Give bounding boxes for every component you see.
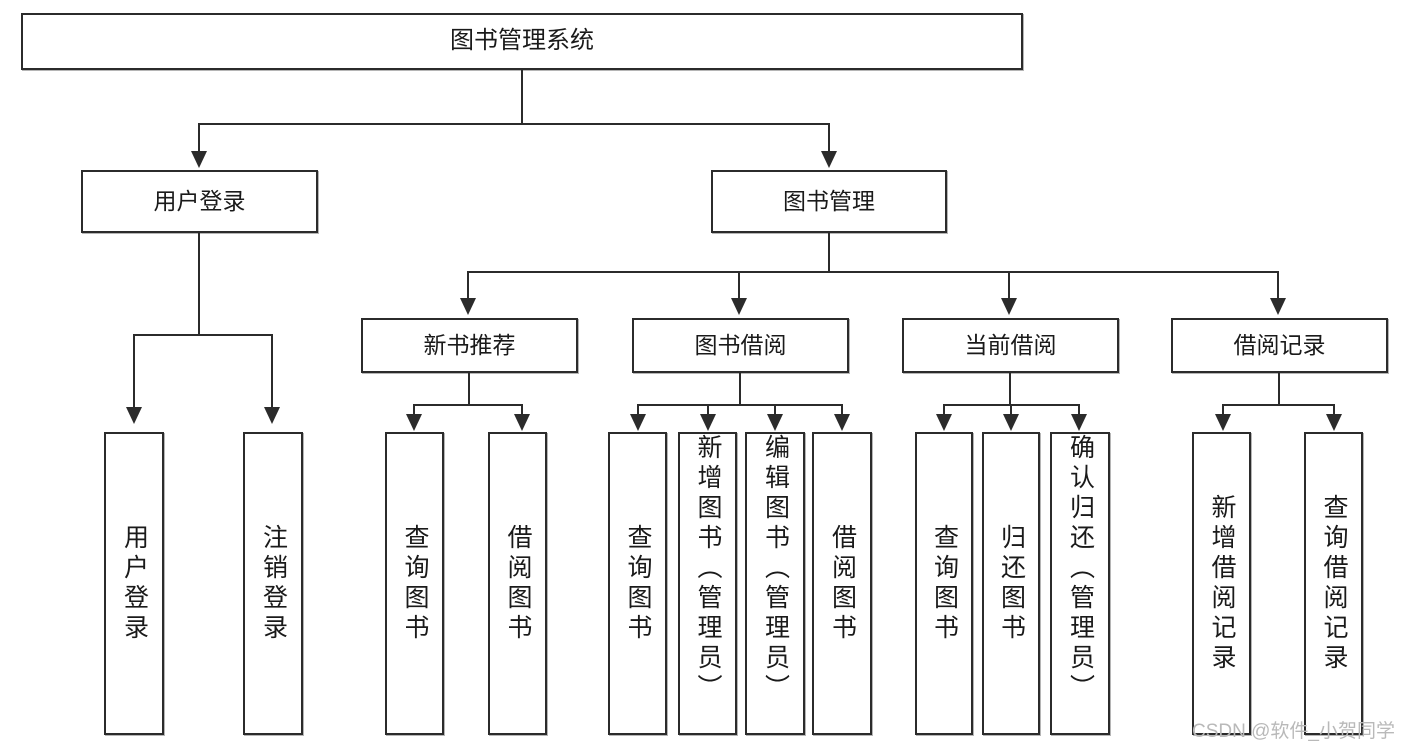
node-label: 借阅图书 [828,523,857,644]
arrow-to-book-borrow [731,298,747,315]
arrow-to-leaf-add-book [700,414,716,431]
leaf-add-book-admin[interactable]: 新增图书（管理员） [678,432,737,735]
node-label: 新增图书（管理员） [694,434,722,704]
node-label: 借阅记录 [1233,331,1326,358]
node-user-login[interactable]: 用户登录 [81,170,318,233]
connector-nbr-drop-1 [413,404,415,416]
node-label: 确认归还（管理员） [1066,434,1095,704]
node-current-borrow[interactable]: 当前借阅 [902,318,1119,373]
node-label: 新书推荐 [423,331,516,358]
connector-book-borrow-stem [739,373,741,405]
node-label: 用户登录 [153,187,246,214]
leaf-borrow-book-recommend[interactable]: 借阅图书 [488,432,547,735]
connector-new-book-recommend-stem [468,373,470,405]
arrow-to-leaf-query-book-1 [406,414,422,431]
connector-borrow-record-bus [1222,404,1335,406]
arrow-to-current-borrow [1001,298,1017,315]
node-label: 借阅图书 [504,523,532,644]
connector-new-book-recommend-bus [413,404,523,406]
leaf-return-book[interactable]: 归还图书 [982,432,1040,735]
connector-user-login-stem [198,233,200,336]
connector-bb-drop-3 [774,404,776,416]
connector-user-login-bus [133,334,273,336]
node-new-book-recommend[interactable]: 新书推荐 [361,318,578,373]
connector-book-management-stem [828,233,830,273]
leaf-add-borrow-record[interactable]: 新增借阅记录 [1192,432,1251,735]
node-label: 查询图书 [624,523,652,644]
connector-level2-drop-right [828,123,830,153]
connector-level3-drop-4 [1277,271,1279,300]
node-label: 用户登录 [120,523,149,644]
node-label: 新增借阅记录 [1208,493,1236,674]
connector-br-drop-1 [1222,404,1224,416]
leaf-edit-book-admin[interactable]: 编辑图书（管理员） [745,432,805,735]
arrow-to-leaf-edit-book [767,414,783,431]
node-label: 查询图书 [930,523,959,644]
node-label: 查询借阅记录 [1320,493,1348,674]
node-book-borrow[interactable]: 图书借阅 [632,318,849,373]
node-label: 图书管理系统 [450,27,594,55]
connector-cb-drop-3 [1078,404,1080,416]
connector-book-borrow-bus [637,404,842,406]
node-label: 图书借阅 [694,331,787,358]
connector-cb-drop-2 [1010,404,1012,416]
leaf-query-book-recommend[interactable]: 查询图书 [385,432,444,735]
node-label: 当前借阅 [964,331,1057,358]
arrow-to-user-login [191,151,207,168]
connector-level2-bus [198,123,830,125]
arrow-to-leaf-user-login [126,407,142,424]
node-label: 编辑图书（管理员） [761,434,790,704]
arrow-to-leaf-borrow-book-2 [834,414,850,431]
node-label: 注销登录 [259,523,288,644]
connector-borrow-record-stem [1278,373,1280,405]
leaf-query-borrow-record[interactable]: 查询借阅记录 [1304,432,1363,735]
connector-level3-bus [467,271,1279,273]
connector-level3-drop-1 [467,271,469,300]
arrow-to-leaf-return-book [1003,414,1019,431]
leaf-query-book-borrow[interactable]: 查询图书 [608,432,667,735]
leaf-query-book-current[interactable]: 查询图书 [915,432,973,735]
node-borrow-record[interactable]: 借阅记录 [1171,318,1388,373]
arrow-to-leaf-borrow-book-1 [514,414,530,431]
connector-bb-drop-4 [841,404,843,416]
connector-nbr-drop-2 [521,404,523,416]
leaf-confirm-return-admin[interactable]: 确认归还（管理员） [1050,432,1110,735]
arrow-to-borrow-record [1270,298,1286,315]
leaf-borrow-book[interactable]: 借阅图书 [812,432,872,735]
arrow-to-book-management [821,151,837,168]
csdn-watermark: CSDN @软件_小贺同学 [1192,721,1395,742]
arrow-to-leaf-logout [264,407,280,424]
arrow-to-leaf-query-book-3 [936,414,952,431]
connector-root-stem [521,70,523,124]
node-label: 图书管理 [783,187,875,214]
connector-br-drop-2 [1333,404,1335,416]
connector-cb-drop-1 [943,404,945,416]
connector-level2-drop-left [198,123,200,153]
arrow-to-leaf-query-borrow-record [1326,414,1342,431]
arrow-to-leaf-add-borrow-record [1215,414,1231,431]
connector-user-login-drop-1 [133,334,135,409]
connector-bb-drop-1 [637,404,639,416]
node-book-management[interactable]: 图书管理 [711,170,947,233]
connector-bb-drop-2 [707,404,709,416]
arrow-to-leaf-query-book-2 [630,414,646,431]
connector-level3-drop-2 [738,271,740,300]
connector-level3-drop-3 [1008,271,1010,300]
leaf-logout[interactable]: 注销登录 [243,432,303,735]
leaf-user-login[interactable]: 用户登录 [104,432,164,735]
connector-user-login-drop-2 [271,334,273,409]
node-label: 归还图书 [997,523,1026,644]
node-root-book-management-system[interactable]: 图书管理系统 [21,13,1023,70]
node-label: 查询图书 [401,523,429,644]
arrow-to-new-book-recommend [460,298,476,315]
arrow-to-leaf-confirm-return [1071,414,1087,431]
connector-current-borrow-stem [1009,373,1011,405]
